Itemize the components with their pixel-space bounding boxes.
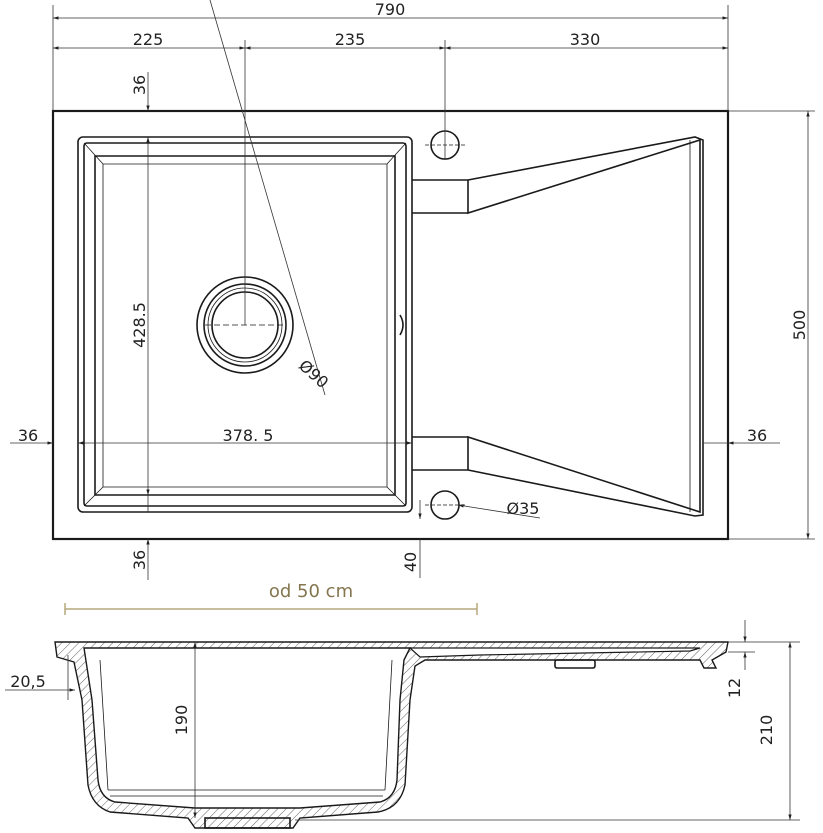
drainboard-interior (408, 647, 701, 658)
dim-rim-bottom: 36 (130, 550, 149, 570)
dim-tap-offset: 40 (401, 552, 420, 572)
cabinet-note: od 50 cm (64, 581, 478, 615)
sink-outline (51, 109, 730, 541)
bowl-interior (83, 647, 412, 809)
dim-drain-diameter: Ø90 (295, 356, 332, 392)
section-view: 20,5 190 12 210 (5, 620, 800, 829)
dim-segment-middle: 235 (335, 30, 366, 49)
dim-tap-hole-diameter: Ø35 (507, 499, 540, 518)
dim-segment-right: 330 (570, 30, 601, 49)
top-view: 790 225 235 330 500 36 428.5 36 36 378. … (10, 0, 815, 580)
dim-rim-left: 36 (18, 426, 38, 445)
drainboard (412, 136, 704, 517)
dim-bowl-height: 190 (172, 705, 191, 736)
dim-segment-left: 225 (133, 30, 164, 49)
dim-bowl-depth: 428.5 (130, 302, 149, 348)
dim-rim-top: 36 (130, 75, 149, 95)
dim-drainboard-height: 12 (725, 678, 744, 698)
drainboard-plug (554, 659, 596, 669)
drain-outlet (204, 817, 291, 829)
dim-wall-thickness: 20,5 (10, 672, 46, 691)
dim-total-height: 210 (757, 715, 776, 746)
section-dimension-lines (5, 620, 800, 821)
dim-overall-depth: 500 (790, 310, 809, 341)
dim-overall-width: 790 (375, 0, 406, 19)
dim-bowl-width: 378. 5 (223, 426, 274, 445)
dimension-lines (10, 0, 815, 580)
cabinet-size-label: od 50 cm (269, 581, 353, 602)
dim-rim-right: 36 (747, 426, 767, 445)
